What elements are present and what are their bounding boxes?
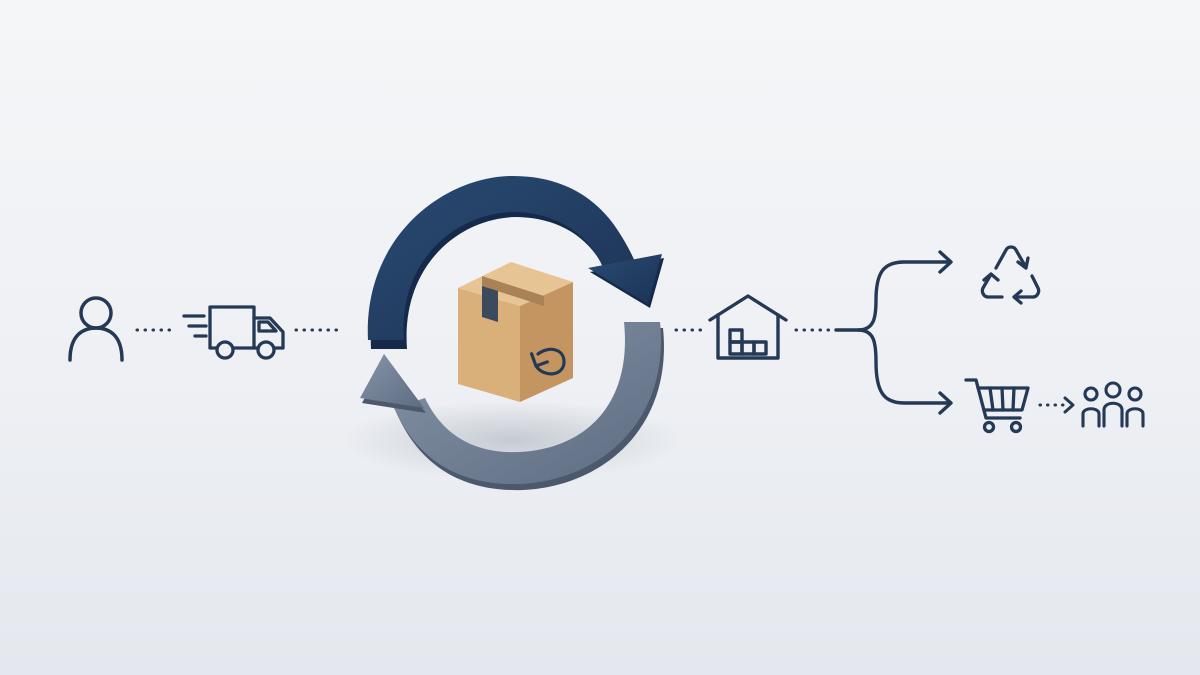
shopping-cart-icon bbox=[964, 378, 1030, 434]
person-icon bbox=[68, 296, 124, 362]
delivery-truck-icon bbox=[182, 305, 285, 360]
return-cycle bbox=[342, 175, 682, 491]
return-package-icon bbox=[458, 262, 573, 402]
branch-arrow-resale bbox=[856, 328, 952, 405]
warehouse-icon bbox=[708, 294, 788, 360]
dotted-arrow-resale-buyers bbox=[1038, 396, 1075, 414]
cycle-arrow-bottom bbox=[360, 322, 664, 491]
cycle-arrow-top bbox=[367, 175, 664, 349]
branch-arrow-recycle bbox=[834, 260, 952, 332]
branch-arrows bbox=[834, 250, 953, 415]
recycle-icon bbox=[980, 245, 1041, 305]
people-group-icon bbox=[1081, 381, 1145, 428]
